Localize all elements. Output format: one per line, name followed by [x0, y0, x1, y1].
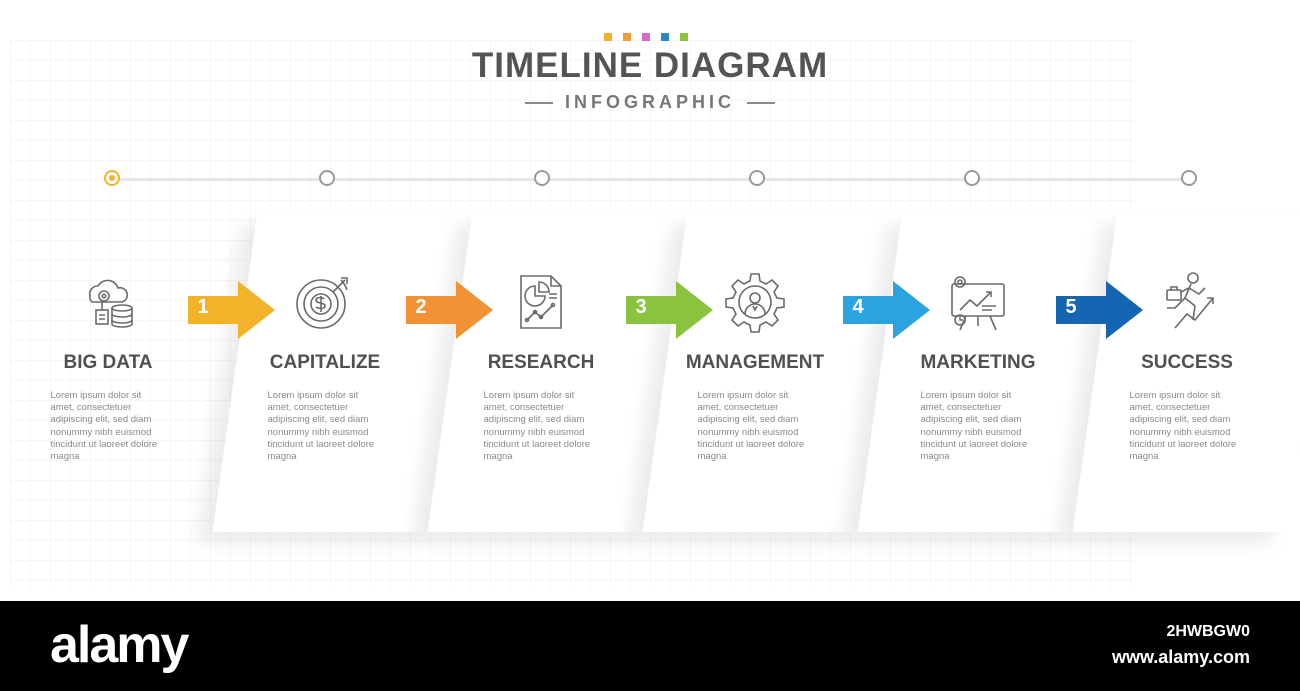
timeline-node-1	[104, 170, 120, 186]
step-marketing: MARKETING Lorem ipsum dolor sit amet, co…	[878, 270, 1078, 463]
arrow-number: 5	[1065, 296, 1077, 318]
step-label: MANAGEMENT	[685, 352, 825, 373]
step-management: MANAGEMENT Lorem ipsum dolor sit amet, c…	[655, 270, 855, 463]
step-big-data: BIG DATA Lorem ipsum dolor sit amet, con…	[8, 270, 208, 463]
alamy-logo: alamy	[50, 616, 189, 674]
step-arrow-2: 2	[406, 281, 496, 339]
big-data-icon	[88, 279, 133, 328]
step-research: RESEARCH Lorem ipsum dolor sit amet, con…	[441, 270, 641, 463]
step-label: RESEARCH	[487, 352, 595, 373]
arrow-number: 1	[197, 296, 209, 318]
arrow-number: 3	[635, 296, 647, 318]
color-palette-dots	[604, 33, 688, 41]
step-description: Lorem ipsum dolor sit amet, consectetuer…	[697, 390, 805, 463]
step-description: Lorem ipsum dolor sit amet, consectetuer…	[50, 390, 158, 463]
diagram-subtitle: INFOGRAPHIC	[565, 92, 735, 112]
subtitle-rule-left	[525, 101, 553, 104]
timeline-node-6	[1181, 170, 1197, 186]
site-url: www.alamy.com	[1111, 647, 1250, 667]
arrow-shape-3	[626, 281, 713, 339]
palette-dot-3	[642, 33, 650, 41]
timeline-node-4	[749, 170, 765, 186]
timeline-line	[112, 178, 1190, 181]
arrow-shape-4	[843, 281, 930, 339]
presentation-board-icon	[951, 276, 1005, 331]
subtitle-row: INFOGRAPHIC	[0, 92, 1300, 113]
timeline-node-3	[534, 170, 550, 186]
palette-dot-5	[680, 33, 688, 41]
step-capitalize: CAPITALIZE Lorem ipsum dolor sit amet, c…	[225, 270, 425, 463]
step-arrow-5: 5	[1056, 281, 1146, 339]
timeline-node-5	[964, 170, 980, 186]
step-label: BIG DATA	[63, 352, 153, 373]
palette-dot-2	[623, 33, 631, 41]
arrow-shape-5	[1056, 281, 1143, 339]
diagram-title: TIMELINE DIAGRAM	[471, 46, 829, 85]
step-description: Lorem ipsum dolor sit amet, consectetuer…	[920, 390, 1028, 463]
step-arrow-1: 1	[188, 281, 278, 339]
dollar-target-icon	[296, 277, 348, 329]
subtitle-rule-right	[747, 101, 775, 104]
arrow-number: 2	[415, 296, 427, 318]
step-description: Lorem ipsum dolor sit amet, consectetuer…	[1129, 390, 1237, 463]
infographic-canvas: TIMELINE DIAGRAM INFOGRAPHIC BIG DATA Lo…	[0, 33, 1300, 590]
palette-dot-4	[661, 33, 669, 41]
arrow-shape-2	[406, 281, 493, 339]
step-arrow-4: 4	[843, 281, 933, 339]
palette-dot-1	[604, 33, 612, 41]
report-chart-icon	[520, 275, 562, 329]
arrow-shape-1	[188, 281, 275, 339]
gear-person-icon	[725, 273, 785, 333]
step-label: SUCCESS	[1141, 352, 1233, 373]
step-label: CAPITALIZE	[269, 352, 381, 373]
timeline-node-2	[319, 170, 335, 186]
step-success: SUCCESS Lorem ipsum dolor sit amet, cons…	[1087, 270, 1287, 463]
step-description: Lorem ipsum dolor sit amet, consectetuer…	[267, 390, 375, 463]
watermark-bar: alamy 2HWBGW0 www.alamy.com	[0, 601, 1300, 691]
image-code: 2HWBGW0	[1166, 623, 1250, 640]
arrow-number: 4	[852, 296, 864, 318]
step-label: MARKETING	[920, 352, 1036, 373]
step-arrow-3: 3	[626, 281, 716, 339]
running-businessman-icon	[1166, 272, 1214, 329]
step-description: Lorem ipsum dolor sit amet, consectetuer…	[483, 390, 591, 463]
